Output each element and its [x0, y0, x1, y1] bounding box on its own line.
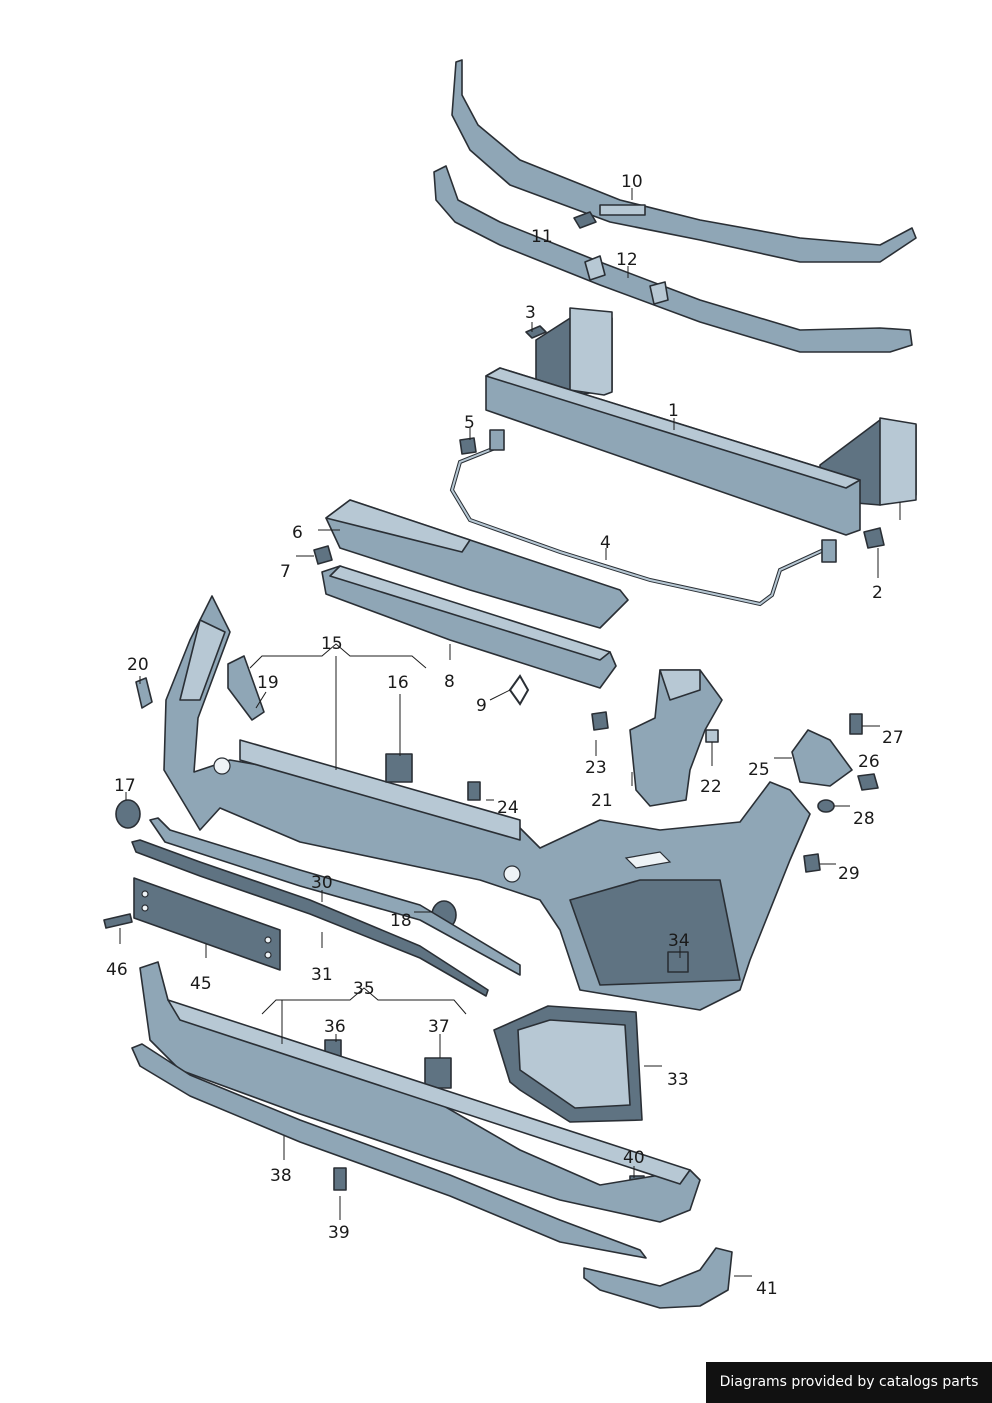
screw-27 — [849, 713, 863, 735]
screw-29 — [803, 853, 821, 873]
callout-4: 4 — [600, 533, 611, 553]
callout-21: 21 — [591, 791, 613, 811]
callout-39: 39 — [328, 1223, 350, 1243]
screw-24 — [467, 781, 481, 801]
bumper-cover — [163, 595, 811, 1011]
callout-3: 3 — [525, 303, 536, 323]
callout-37: 37 — [428, 1017, 450, 1037]
screw-5 — [459, 437, 477, 455]
callout-25: 25 — [748, 760, 770, 780]
callout-16: 16 — [387, 673, 409, 693]
clip-16 — [385, 753, 413, 783]
leader-lines — [119, 188, 901, 1277]
callout-24: 24 — [497, 798, 519, 818]
trim-strip-31 — [131, 839, 489, 997]
callout-9: 9 — [476, 696, 487, 716]
left-cover-19 — [227, 655, 265, 721]
bumper-beam — [485, 307, 917, 536]
side-guide — [629, 669, 723, 807]
callout-2: 2 — [872, 583, 883, 603]
callout-26: 26 — [858, 752, 880, 772]
callout-5: 5 — [464, 413, 475, 433]
tow-eye-cover-17 — [115, 799, 141, 829]
callout-36: 36 — [324, 1017, 346, 1037]
callout-10: 10 — [621, 172, 643, 192]
license-plate-holder — [133, 877, 281, 971]
screw-26 — [857, 773, 879, 791]
clip-22 — [705, 729, 719, 743]
energy-absorber-lower — [321, 565, 617, 689]
screw-3 — [525, 325, 547, 339]
callout-12: 12 — [616, 250, 638, 270]
side-bracket — [791, 729, 853, 787]
screw-39 — [333, 1167, 347, 1191]
corner-trim — [583, 1247, 733, 1309]
tie-9 — [508, 674, 530, 706]
callout-18: 18 — [390, 911, 412, 931]
clip-34 — [667, 951, 689, 973]
callout-40: 40 — [623, 1148, 645, 1168]
callout-31: 31 — [311, 965, 333, 985]
callout-22: 22 — [700, 777, 722, 797]
left-cover-20 — [135, 677, 153, 709]
screw-11 — [573, 211, 597, 229]
lower-lip — [131, 1043, 647, 1259]
lower-spoiler — [139, 961, 701, 1223]
callout-19: 19 — [257, 673, 279, 693]
wire-bracket — [449, 429, 837, 607]
callout-15: 15 — [321, 634, 343, 654]
callout-1: 1 — [668, 401, 679, 421]
screw-46 — [103, 913, 133, 929]
clip-37 — [424, 1057, 452, 1089]
callout-34: 34 — [668, 931, 690, 951]
callout-46: 46 — [106, 960, 128, 980]
energy-absorber-upper — [325, 499, 629, 629]
callout-labels: 1 2 3 4 5 6 7 8 9 10 11 12 15 16 17 18 1… — [106, 172, 904, 1299]
callout-8: 8 — [444, 672, 455, 692]
grille-insert — [493, 1005, 643, 1123]
callout-45: 45 — [190, 974, 212, 994]
callout-30: 30 — [311, 873, 333, 893]
screw-7 — [313, 545, 333, 565]
bracket-strip — [433, 165, 913, 353]
callout-7: 7 — [280, 562, 291, 582]
callout-33: 33 — [667, 1070, 689, 1090]
screw-23 — [591, 711, 609, 731]
trim-strip-30 — [149, 817, 521, 976]
screw-2 — [863, 527, 885, 549]
callout-41: 41 — [756, 1279, 778, 1299]
nut-28 — [817, 799, 835, 813]
callout-17: 17 — [114, 776, 136, 796]
callout-28: 28 — [853, 809, 875, 829]
callout-35: 35 — [353, 979, 375, 999]
callout-11: 11 — [531, 227, 553, 247]
callout-23: 23 — [585, 758, 607, 778]
callout-29: 29 — [838, 864, 860, 884]
callout-27: 27 — [882, 728, 904, 748]
credit-banner: Diagrams provided by catalogs parts — [706, 1362, 992, 1403]
callout-20: 20 — [127, 655, 149, 675]
upper-support-strip — [451, 59, 917, 263]
callout-38: 38 — [270, 1166, 292, 1186]
callout-6: 6 — [292, 523, 303, 543]
